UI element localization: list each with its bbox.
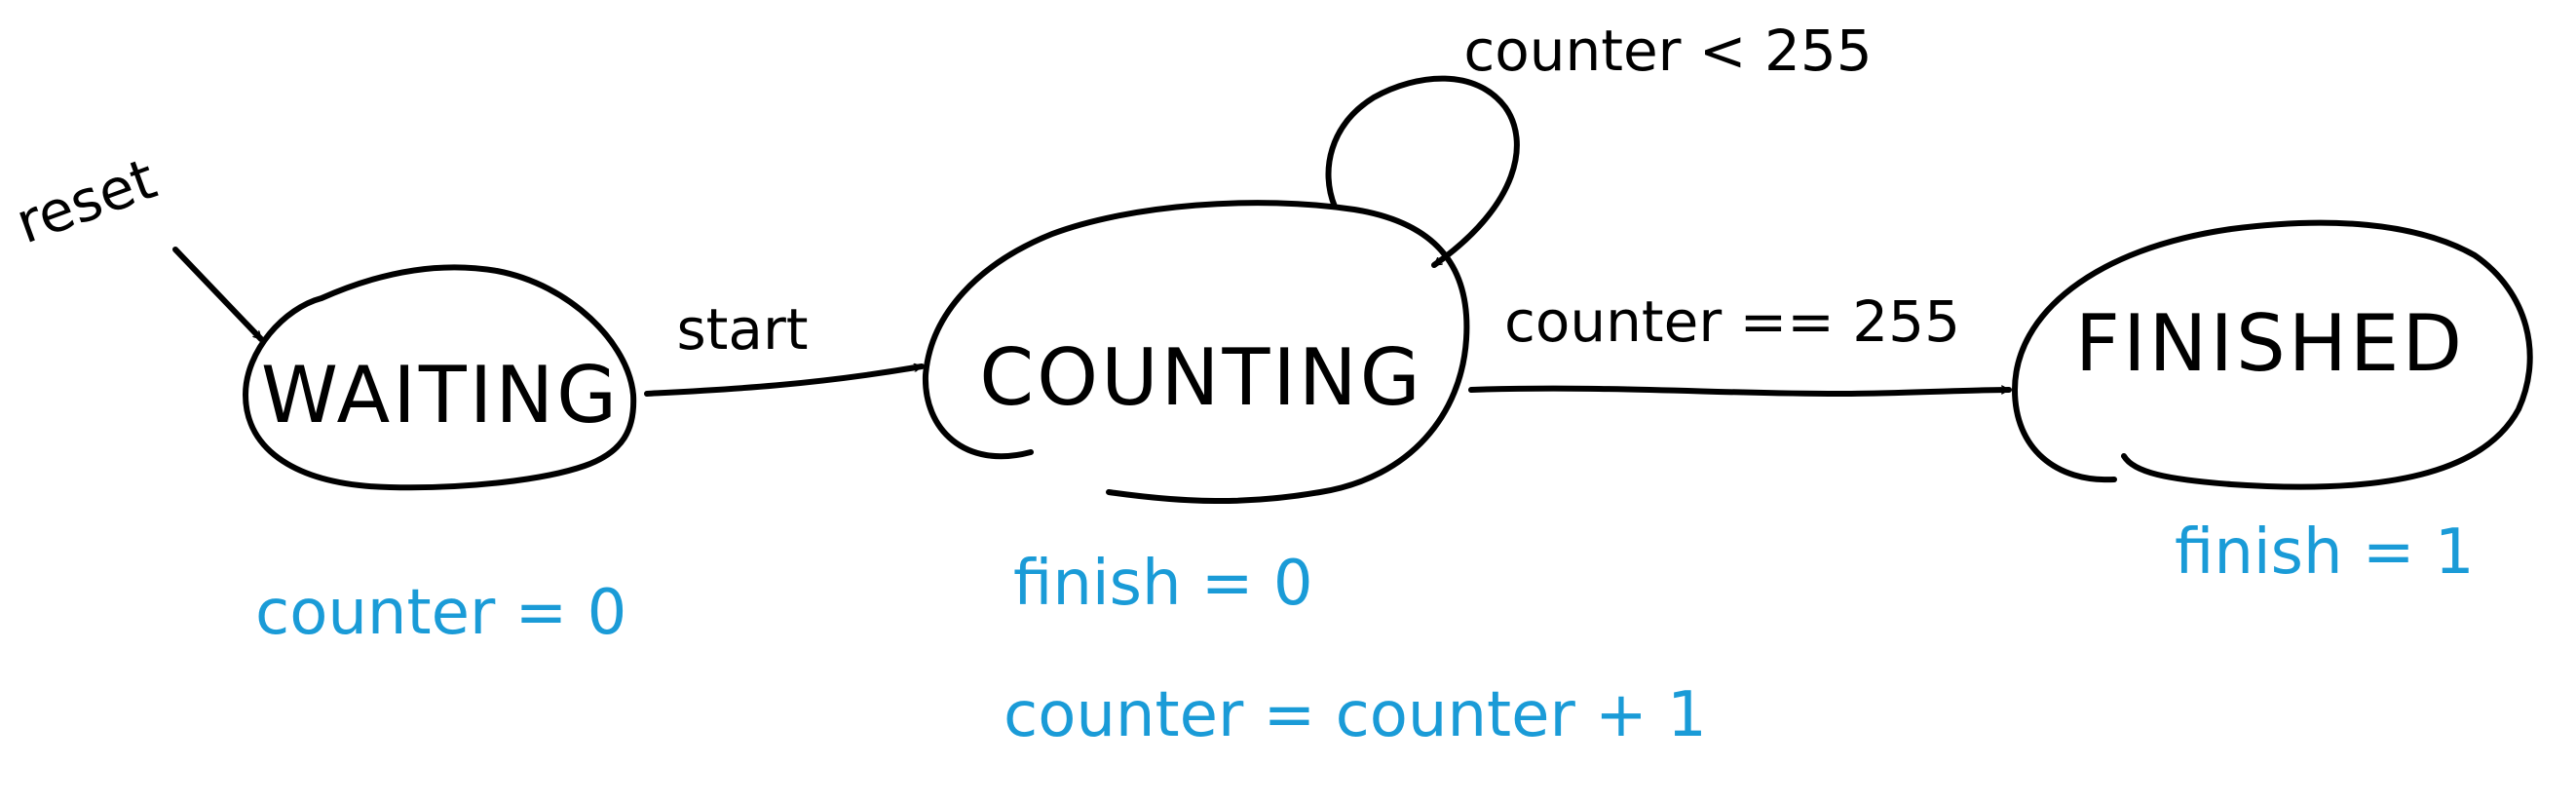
start-arrow <box>644 366 925 397</box>
action-counting-increment: counter = counter + 1 <box>1004 679 1707 751</box>
action-counting-finish: finish = 0 <box>1013 548 1313 620</box>
transition-reset: reset <box>8 145 264 342</box>
state-waiting-outline <box>243 264 637 491</box>
state-counting: COUNTING <box>922 200 1470 505</box>
to-finished-label: counter == 255 <box>1504 288 1960 355</box>
transition-to-finished: counter == 255 <box>1468 288 2012 398</box>
to-finished-arrow <box>1468 389 2012 398</box>
state-finished-outline <box>2012 219 2533 490</box>
self-loop-label: counter < 255 <box>1463 18 1872 84</box>
transition-start: start <box>644 296 925 397</box>
actions-waiting: counter = 0 <box>255 577 626 649</box>
self-loop-arrow <box>1325 75 1520 268</box>
actions-counting: finish = 0 counter = counter + 1 <box>1004 548 1707 751</box>
state-finished-label: FINISHED <box>2075 298 2465 389</box>
action-waiting-counter: counter = 0 <box>255 577 626 649</box>
state-finished: FINISHED <box>2012 219 2533 490</box>
reset-label: reset <box>8 145 165 256</box>
reset-arrow <box>172 247 264 342</box>
state-counting-outline <box>922 200 1470 505</box>
state-waiting: WAITING <box>243 264 637 491</box>
actions-finished: finish = 1 <box>2175 516 2475 589</box>
action-finished-finish: finish = 1 <box>2175 516 2475 589</box>
state-waiting-label: WAITING <box>261 350 620 440</box>
start-label: start <box>676 296 808 363</box>
state-counting-label: COUNTING <box>979 332 1423 423</box>
transition-self-loop: counter < 255 <box>1325 18 1873 268</box>
